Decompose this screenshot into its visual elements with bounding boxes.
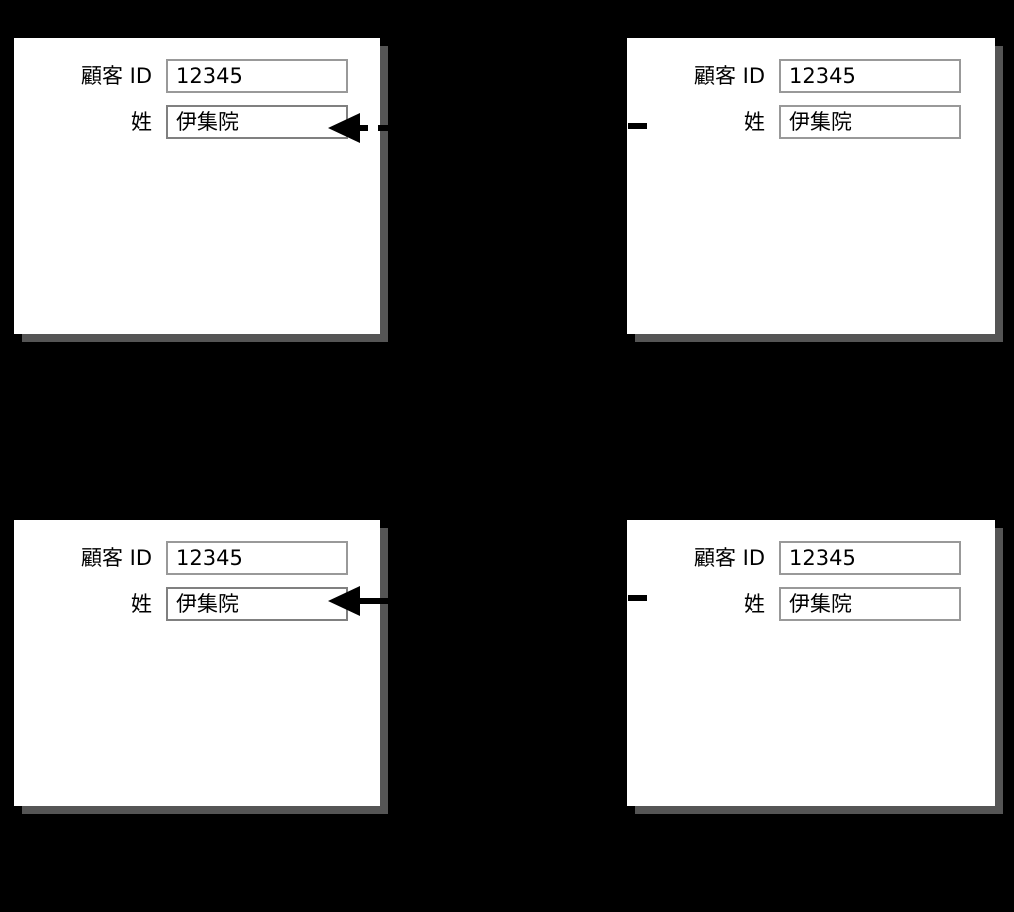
input-customer-id[interactable]: 12345 xyxy=(779,541,961,575)
form-panel-top-left[interactable]: 顧客 ID 12345 姓 伊集院 xyxy=(14,38,380,334)
arrow-head-bottom-left xyxy=(328,586,360,616)
form-row-last-name: 姓 伊集院 xyxy=(14,104,380,140)
label-customer-id: 顧客 ID xyxy=(693,545,765,570)
label-customer-id: 顧客 ID xyxy=(693,63,765,88)
input-customer-id[interactable]: 12345 xyxy=(166,59,348,93)
form-panel-bottom-right[interactable]: 顧客 ID 12345 姓 伊集院 xyxy=(627,520,995,806)
input-last-name[interactable]: 伊集院 xyxy=(779,105,961,139)
input-customer-id[interactable]: 12345 xyxy=(779,59,961,93)
arrow-head-top-left xyxy=(328,113,360,143)
input-customer-id[interactable]: 12345 xyxy=(166,541,348,575)
form-rows-top-left: 顧客 ID 12345 姓 伊集院 xyxy=(14,58,380,150)
connector-segment-top-left xyxy=(378,125,390,131)
label-customer-id: 顧客 ID xyxy=(80,545,152,570)
connector-stub-top-left xyxy=(360,125,368,131)
form-row-customer-id: 顧客 ID 12345 xyxy=(14,58,380,94)
form-rows-bottom-left: 顧客 ID 12345 姓 伊集院 xyxy=(14,540,380,632)
input-last-name[interactable]: 伊集院 xyxy=(166,587,348,621)
connector-line-bottom-left xyxy=(358,598,390,604)
form-row-last-name: 姓 伊集院 xyxy=(627,104,995,140)
form-row-last-name: 姓 伊集院 xyxy=(627,586,995,622)
input-last-name[interactable]: 伊集院 xyxy=(779,587,961,621)
form-rows-bottom-right: 顧客 ID 12345 姓 伊集院 xyxy=(627,540,995,632)
input-last-name[interactable]: 伊集院 xyxy=(166,105,348,139)
form-panel-top-right[interactable]: 顧客 ID 12345 姓 伊集院 xyxy=(627,38,995,334)
form-row-customer-id: 顧客 ID 12345 xyxy=(627,58,995,94)
label-last-name: 姓 xyxy=(744,109,765,134)
label-last-name: 姓 xyxy=(131,591,152,616)
form-row-customer-id: 顧客 ID 12345 xyxy=(14,540,380,576)
form-panel-bottom-left[interactable]: 顧客 ID 12345 姓 伊集院 xyxy=(14,520,380,806)
label-last-name: 姓 xyxy=(131,109,152,134)
form-row-customer-id: 顧客 ID 12345 xyxy=(627,540,995,576)
form-rows-top-right: 顧客 ID 12345 姓 伊集院 xyxy=(627,58,995,150)
connector-stub-top-right xyxy=(628,123,647,129)
label-last-name: 姓 xyxy=(744,591,765,616)
connector-stub-bottom-right xyxy=(628,595,647,601)
label-customer-id: 顧客 ID xyxy=(80,63,152,88)
form-row-last-name: 姓 伊集院 xyxy=(14,586,380,622)
